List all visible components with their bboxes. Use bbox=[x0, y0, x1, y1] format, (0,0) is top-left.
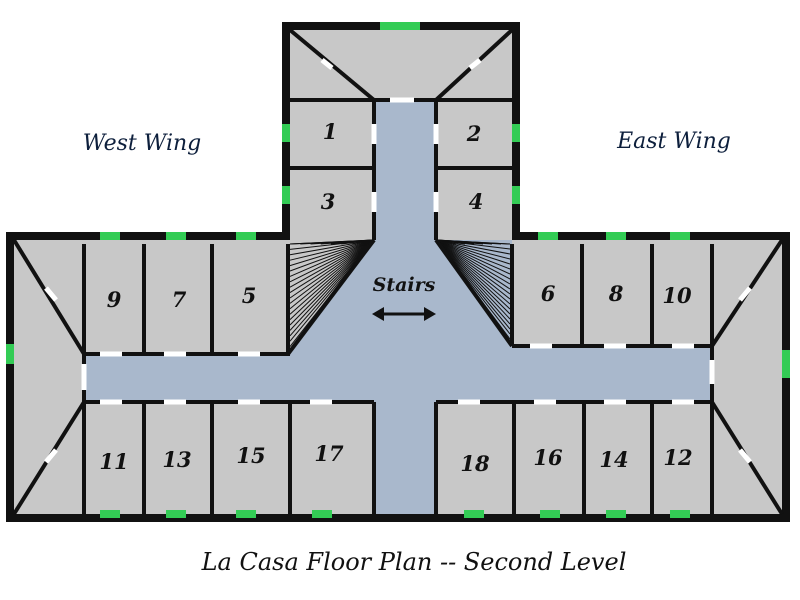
doors bbox=[44, 58, 752, 464]
room-5-number: 5 bbox=[242, 283, 257, 308]
stair-step-line bbox=[289, 239, 375, 261]
stair-step-line bbox=[289, 239, 375, 315]
stair-step-line bbox=[435, 239, 511, 310]
room-11-number: 11 bbox=[99, 449, 128, 474]
stair-step-line bbox=[289, 239, 375, 299]
room-10-number: 10 bbox=[662, 283, 692, 308]
stair-step-line bbox=[435, 239, 511, 320]
room-9-number: 9 bbox=[107, 287, 122, 312]
stair-step-line bbox=[289, 239, 375, 277]
stair-step-line bbox=[289, 239, 375, 272]
stair-step-line bbox=[435, 239, 511, 280]
floor-plan-title: La Casa Floor Plan -- Second Level bbox=[201, 548, 627, 576]
room-4-number: 4 bbox=[469, 189, 484, 214]
stair-step-line bbox=[289, 239, 375, 283]
hallways bbox=[86, 100, 712, 514]
stair-step-line bbox=[435, 239, 511, 245]
stair-step-line bbox=[435, 239, 511, 265]
stair-step-line bbox=[435, 239, 511, 290]
stair-step-line bbox=[289, 239, 375, 320]
room-3-number: 3 bbox=[321, 189, 336, 214]
room-13-number: 13 bbox=[162, 447, 191, 472]
east-wing-label: East Wing bbox=[616, 129, 731, 154]
stair-step-line bbox=[289, 239, 375, 288]
stair-step-line bbox=[435, 239, 511, 275]
stair-step-line bbox=[435, 239, 511, 260]
room-12-number: 12 bbox=[663, 445, 692, 470]
room-18-number: 18 bbox=[460, 451, 490, 476]
room-numbers: 1 2 3 4 5 6 7 8 9 10 11 12 13 14 15 16 1… bbox=[99, 119, 692, 476]
stair-step-line bbox=[289, 239, 375, 304]
room-17-number: 17 bbox=[314, 441, 344, 466]
stairs-label: Stairs bbox=[373, 274, 436, 296]
room-7-number: 7 bbox=[172, 287, 187, 312]
room-8-number: 8 bbox=[608, 281, 624, 306]
stair-step-line bbox=[435, 239, 511, 270]
stairs-arrow-icon bbox=[372, 307, 436, 321]
room-14-number: 14 bbox=[599, 447, 628, 472]
stair-step-line bbox=[289, 239, 375, 267]
stair-step-line bbox=[435, 239, 511, 300]
stair-step-line bbox=[435, 239, 511, 285]
room-1-number: 1 bbox=[323, 119, 338, 144]
central-hall bbox=[86, 100, 712, 514]
stair-step-line bbox=[289, 239, 375, 326]
room-15-number: 15 bbox=[236, 443, 265, 468]
stair-step-line bbox=[289, 239, 375, 331]
windows bbox=[6, 22, 790, 518]
room-2-number: 2 bbox=[466, 121, 482, 146]
stair-step-line bbox=[435, 239, 511, 315]
room-16-number: 16 bbox=[533, 445, 563, 470]
room-6-number: 6 bbox=[541, 281, 556, 306]
stair-step-line bbox=[351, 239, 375, 245]
stair-step-line bbox=[289, 239, 375, 294]
stair-step-line bbox=[435, 239, 511, 295]
west-wing-label: West Wing bbox=[83, 131, 201, 156]
stair-step-line bbox=[289, 239, 375, 310]
stair-step-line bbox=[435, 239, 511, 305]
